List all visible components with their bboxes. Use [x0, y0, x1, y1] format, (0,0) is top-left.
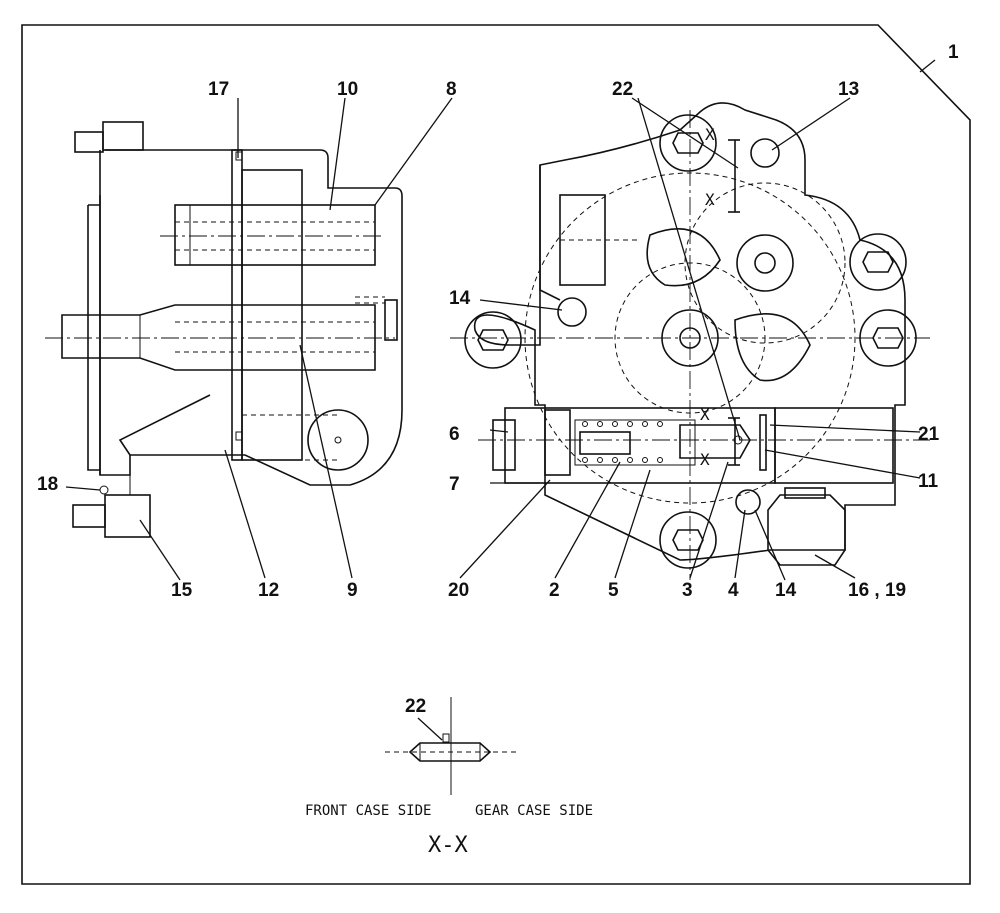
- callout-22: 22: [405, 696, 426, 717]
- section-marker-x: X: [705, 190, 715, 209]
- section-title: X-X: [428, 833, 468, 858]
- callout-2: 2: [549, 580, 560, 601]
- callout-9: 9: [347, 580, 358, 601]
- callout-1: 1: [948, 42, 959, 63]
- drawing-frame: [21, 24, 971, 885]
- callout-15: 15: [171, 580, 193, 601]
- callout-10: 10: [337, 79, 358, 100]
- callout-13: 13: [838, 79, 859, 100]
- callout-7: 7: [449, 474, 460, 495]
- callout-16-19: 16 , 19: [848, 580, 906, 601]
- callout-20: 20: [448, 580, 469, 601]
- gear-case-side-caption: GEAR CASE SIDE: [475, 803, 593, 819]
- leader-lines: [65, 59, 936, 581]
- front-case-side-caption: FRONT CASE SIDE: [305, 803, 431, 819]
- callout-11: 11: [918, 471, 939, 492]
- callout-8: 8: [446, 79, 457, 100]
- callouts: 1 17 10 8 22 13 14 6 7 21 11 18 15 12 9 …: [37, 42, 959, 601]
- callout-14: 14: [775, 580, 797, 601]
- callout-17: 17: [208, 79, 229, 100]
- callout-21: 21: [918, 424, 940, 445]
- side-section-view: [45, 121, 403, 538]
- callout-3: 3: [682, 580, 693, 601]
- callout-6: 6: [449, 424, 460, 445]
- section-marker-x: X: [700, 450, 710, 469]
- callout-18: 18: [37, 474, 58, 495]
- callout-12: 12: [258, 580, 279, 601]
- callout-22: 22: [612, 79, 633, 100]
- section-marker-x: X: [705, 125, 715, 144]
- section-detail-xx: 22 FRONT CASE SIDE GEAR CASE SIDE X-X: [305, 696, 593, 858]
- front-view: X X X X: [450, 102, 930, 580]
- callout-5: 5: [608, 580, 619, 601]
- callout-14: 14: [449, 288, 471, 309]
- callout-4: 4: [728, 580, 739, 601]
- section-marker-x: X: [700, 405, 710, 424]
